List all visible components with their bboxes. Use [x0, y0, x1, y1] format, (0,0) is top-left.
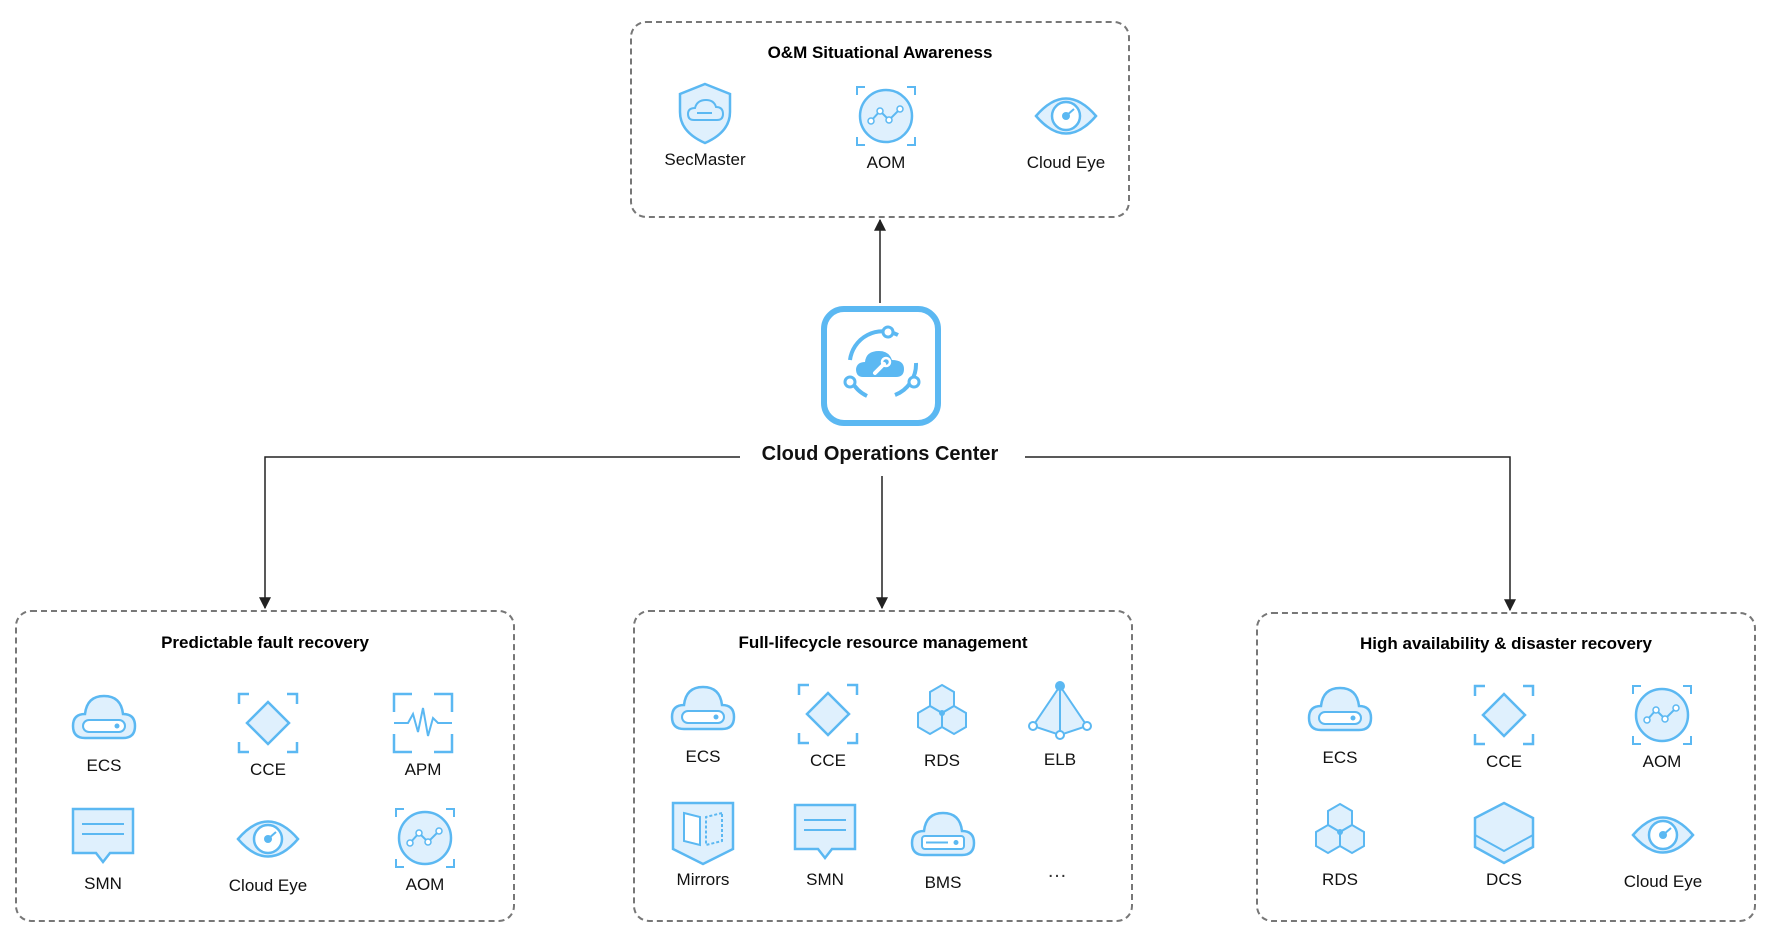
service-label: ECS — [685, 747, 721, 766]
more-services-ellipsis: … — [1047, 860, 1067, 882]
service-dcs: DCS — [1444, 800, 1564, 890]
service-ecs: ECS — [1280, 678, 1400, 768]
ecs-icon — [1307, 686, 1373, 732]
eye-icon — [236, 820, 300, 858]
full-lifecycle-resource-management-box: Full-lifecycle resource management — [633, 610, 1133, 922]
box-title: Predictable fault recovery — [161, 633, 369, 652]
aom-icon — [395, 808, 455, 868]
service-aom: AOM — [1602, 682, 1722, 772]
service-label: Cloud Eye — [1623, 872, 1703, 891]
elb-icon — [1028, 681, 1092, 740]
predictable-fault-recovery-box: Predictable fault recovery — [15, 610, 515, 922]
service-cce: CCE — [208, 690, 328, 780]
eye-icon — [1034, 97, 1098, 135]
service-smn: SMN — [43, 804, 163, 894]
service-label: AOM — [866, 153, 906, 172]
arrow-to-left-box — [259, 456, 740, 610]
cce-icon — [1473, 684, 1535, 746]
service-label: CCE — [250, 760, 286, 779]
service-cloud-eye: Cloud Eye — [1603, 802, 1723, 892]
service-rds: RDS — [1280, 800, 1400, 890]
center-title: Cloud Operations Center — [761, 443, 999, 465]
service-label: AOM — [1642, 752, 1682, 771]
cce-icon — [797, 683, 859, 745]
service-label: ECS — [1322, 748, 1358, 767]
service-bms: BMS — [883, 803, 1003, 893]
service-label: RDS — [924, 751, 960, 770]
service-label: BMS — [924, 873, 962, 892]
service-cce: CCE — [768, 681, 888, 771]
service-label: AOM — [405, 875, 445, 894]
smn-icon — [71, 807, 135, 865]
ecs-icon — [670, 685, 736, 731]
aom-icon — [856, 86, 916, 146]
high-availability-disaster-recovery-box: High availability & disaster recovery — [1256, 612, 1756, 922]
service-cce: CCE — [1444, 682, 1564, 772]
service-label: DCS — [1486, 870, 1522, 889]
box-title: O&M Situational Awareness — [767, 43, 993, 62]
service-aom: AOM — [365, 805, 485, 895]
service-cloud-eye: Cloud Eye — [208, 806, 328, 896]
cce-icon — [237, 692, 299, 754]
box-title: High availability & disaster recovery — [1360, 634, 1652, 653]
service-label: Cloud Eye — [228, 876, 308, 895]
service-cloud-eye: Cloud Eye — [1006, 83, 1126, 173]
service-label: SecMaster — [664, 150, 746, 169]
shield-icon — [678, 82, 732, 145]
ecs-icon — [71, 694, 137, 740]
center-icon — [820, 305, 942, 427]
eye-icon — [1631, 816, 1695, 854]
om-situational-awareness-box: O&M Situational Awareness — [630, 21, 1130, 218]
service-mirrors: Mirrors — [643, 800, 763, 890]
bms-icon — [910, 811, 976, 857]
service-label: Cloud Eye — [1026, 153, 1106, 172]
service-ecs: ECS — [643, 677, 763, 767]
arrow-to-right-box — [1025, 456, 1516, 612]
dcs-icon — [1473, 801, 1535, 865]
service-label: CCE — [810, 751, 846, 770]
service-label: ECS — [86, 756, 122, 775]
mirrors-icon — [671, 801, 735, 866]
service-apm: APM — [363, 690, 483, 780]
service-aom: AOM — [826, 83, 946, 173]
aom-icon — [1632, 685, 1692, 745]
rds-icon — [1315, 802, 1365, 855]
smn-icon — [793, 803, 857, 861]
service-secmaster: SecMaster — [645, 80, 765, 170]
apm-icon — [392, 692, 454, 754]
box-title: Full-lifecycle resource management — [738, 633, 1028, 652]
service-label: RDS — [1322, 870, 1358, 889]
service-smn: SMN — [765, 800, 885, 890]
service-label: CCE — [1486, 752, 1522, 771]
service-elb: ELB — [1000, 680, 1120, 770]
service-label: SMN — [806, 870, 844, 889]
rds-icon — [917, 683, 967, 736]
service-label: Mirrors — [676, 870, 730, 889]
service-label: ELB — [1043, 750, 1077, 769]
service-label: APM — [404, 760, 442, 779]
service-ecs: ECS — [44, 686, 164, 776]
service-rds: RDS — [882, 681, 1002, 771]
service-label: SMN — [84, 874, 122, 893]
